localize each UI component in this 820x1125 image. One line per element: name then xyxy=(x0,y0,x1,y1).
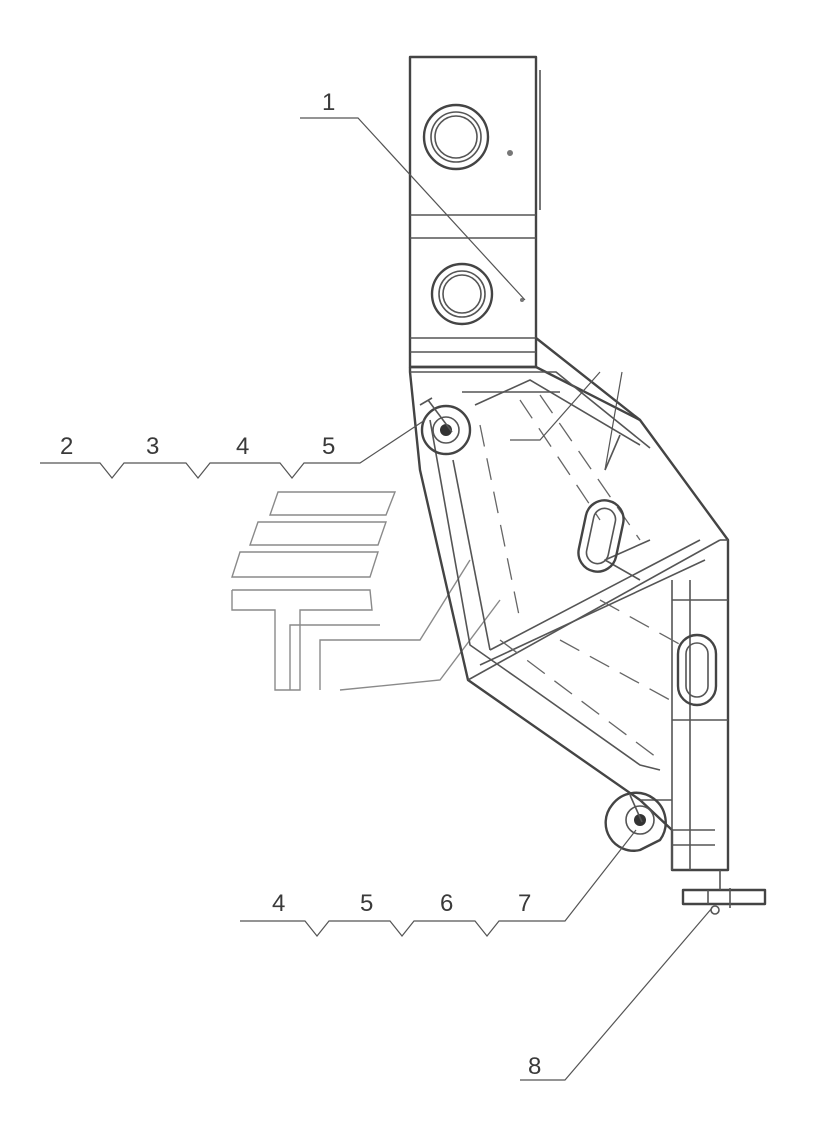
callout-label: 4 xyxy=(236,433,249,460)
reference-dot xyxy=(520,298,524,302)
callout-label: 3 xyxy=(146,433,159,460)
upper-pivot-pin xyxy=(419,397,472,456)
callout-label: 7 xyxy=(518,890,531,917)
callout-label: 5 xyxy=(360,890,373,917)
bent-frame-body xyxy=(408,337,730,872)
callout-label: 2 xyxy=(60,433,73,460)
upper-slot xyxy=(577,499,625,573)
lower-slot xyxy=(676,633,718,707)
hidden-lines xyxy=(479,394,691,761)
callout-label: 1 xyxy=(322,89,335,116)
watermark-logo xyxy=(231,491,501,691)
callout-label: 8 xyxy=(528,1053,541,1080)
lower-pivot-pin xyxy=(604,791,667,852)
bottom-fitting xyxy=(681,870,767,915)
callout-label: 4 xyxy=(272,890,285,917)
lower-bolt-hole xyxy=(430,262,494,326)
upper-bolt-hole xyxy=(422,103,490,171)
callout-label: 6 xyxy=(440,890,453,917)
reference-dot xyxy=(507,150,513,156)
callout-label: 5 xyxy=(322,433,335,460)
leader-lines xyxy=(40,117,713,1081)
